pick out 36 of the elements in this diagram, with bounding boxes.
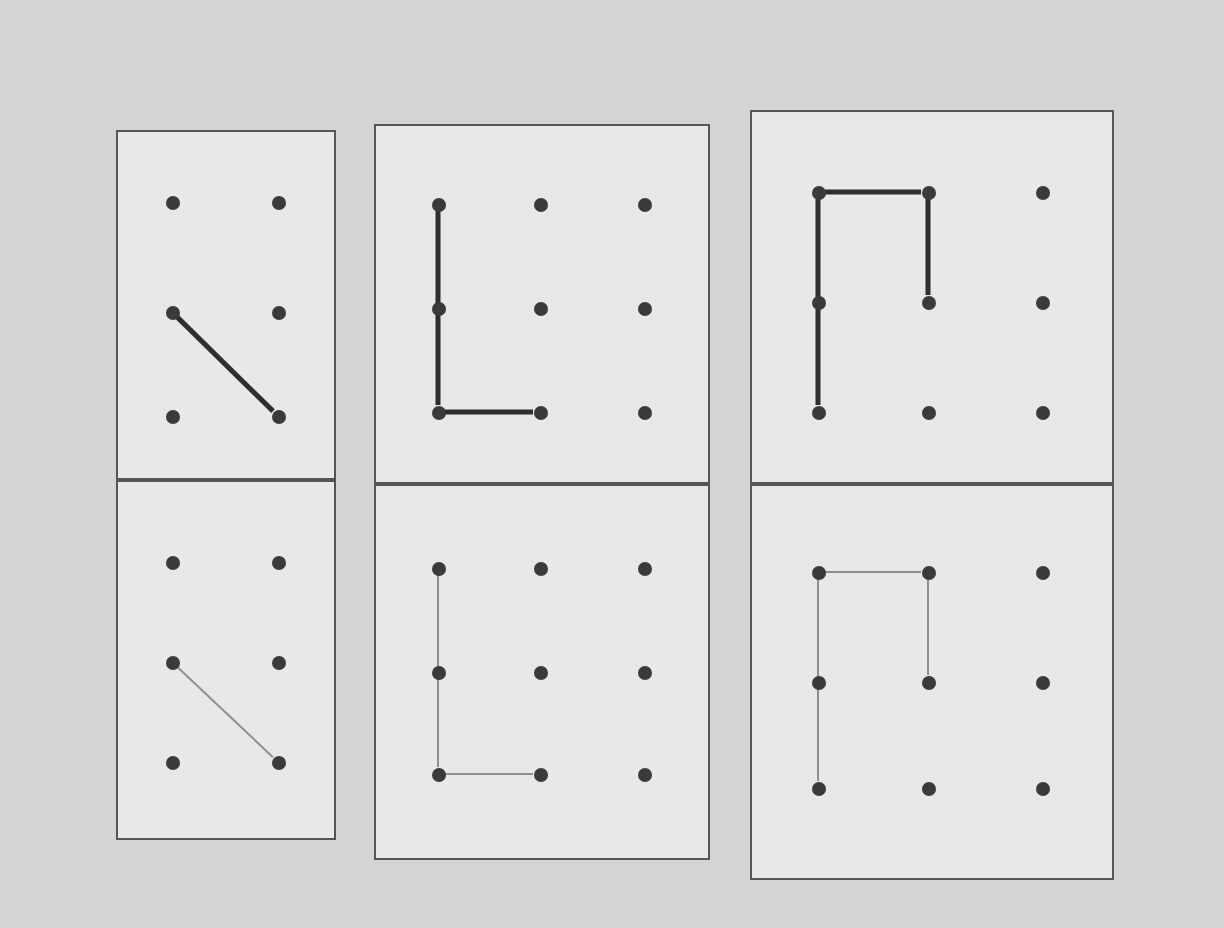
grid-dot <box>921 565 935 579</box>
grid-dot <box>431 405 445 419</box>
connecting-line <box>825 189 921 195</box>
connecting-line <box>817 578 819 782</box>
connecting-line <box>437 574 439 768</box>
grid-dot <box>811 781 825 795</box>
connecting-line <box>927 578 929 676</box>
grid-dot <box>431 197 445 211</box>
grid-dot <box>533 405 547 419</box>
dot-grid-panel <box>750 484 1114 880</box>
grid-dot <box>165 655 179 669</box>
grid-dot <box>533 767 547 781</box>
grid-dot <box>811 565 825 579</box>
dot-grid-panel <box>116 480 336 840</box>
connecting-line <box>445 409 533 415</box>
connecting-line <box>176 665 274 759</box>
grid-dot <box>431 561 445 575</box>
dot-grid-panel <box>750 110 1114 484</box>
grid-dot <box>431 767 445 781</box>
connecting-line <box>824 571 922 573</box>
grid-dot <box>921 295 935 309</box>
grid-dot <box>921 675 935 689</box>
grid-dot <box>271 409 285 423</box>
connecting-line <box>435 211 441 405</box>
dot-grid-panel <box>374 484 710 860</box>
connecting-line <box>925 199 931 295</box>
grid-dot <box>811 405 825 419</box>
connecting-line <box>175 315 275 413</box>
connecting-line <box>815 199 821 405</box>
grid-dot <box>165 305 179 319</box>
grid-dot <box>921 185 935 199</box>
grid-dot <box>811 185 825 199</box>
grid-dot <box>271 755 285 769</box>
connecting-line <box>444 773 534 775</box>
dot-grid-panel <box>374 124 710 484</box>
dot-grid-panel <box>116 130 336 480</box>
